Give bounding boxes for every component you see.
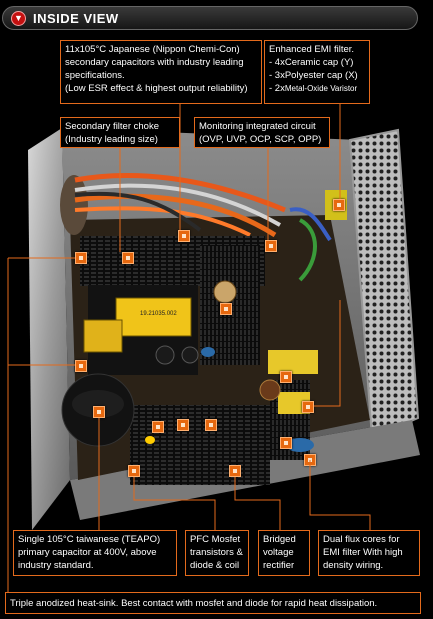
callout-marker	[75, 252, 87, 264]
callout-line: - 4xCeramic cap (Y)	[269, 57, 354, 69]
chevron-down-icon: ▼	[11, 11, 26, 26]
callout-marker	[152, 421, 164, 433]
callout-marker	[177, 419, 189, 431]
callout-line: secondary capacitors with industry leadi…	[65, 57, 244, 69]
callout-line: (OVP, UVP, OCP, SCP, OPP)	[199, 134, 322, 146]
callout-line: Triple anodized heat-sink. Best contact …	[10, 598, 378, 609]
callout-line: PFC Mosfet	[190, 534, 241, 545]
callout-marker	[280, 371, 292, 383]
callout-nippon-capacitors: 11x105°C Japanese (Nippon Chemi-Con) sec…	[60, 40, 262, 104]
callout-line: Dual flux cores for	[323, 534, 400, 545]
callout-marker	[229, 465, 241, 477]
section-header: ▼ INSIDE VIEW	[2, 6, 418, 30]
callout-line: 11x105°C Japanese (Nippon Chemi-Con)	[65, 44, 240, 55]
callout-primary-capacitor: Single 105°C taiwanese (TEAPO) primary c…	[13, 530, 177, 576]
callout-marker	[93, 406, 105, 418]
callout-line: - 3xPolyester cap (X)	[269, 70, 358, 82]
callout-emi-filter: Enhanced EMI filter. - 4xCeramic cap (Y)…	[264, 40, 370, 104]
callout-secondary-choke: Secondary filter choke (Industry leading…	[60, 117, 180, 148]
callout-line: - 2x	[269, 83, 285, 95]
callout-marker	[122, 252, 134, 264]
transformer-label: 19.21035.002	[140, 311, 177, 317]
callout-line: density wiring.	[323, 560, 384, 572]
callout-marker	[128, 465, 140, 477]
callout-line: (Industry leading size)	[65, 134, 158, 146]
callout-pfc-mosfet: PFC Mosfet transistors & diode & coil	[185, 530, 249, 576]
section-title: INSIDE VIEW	[33, 11, 119, 26]
callout-marker	[220, 303, 232, 315]
callout-line: Enhanced EMI filter.	[269, 44, 355, 55]
callout-marker	[302, 401, 314, 413]
callout-line: Monitoring integrated circuit	[199, 121, 316, 132]
callout-line: voltage	[263, 547, 294, 559]
callout-line: Bridged	[263, 534, 296, 545]
callout-line: specifications.	[65, 70, 125, 82]
callout-line: industry standard.	[18, 560, 94, 572]
callout-marker	[333, 199, 345, 211]
callout-line: Single 105°C taiwanese (TEAPO)	[18, 534, 161, 545]
callout-line: primary capacitor at 400V, above	[18, 547, 157, 559]
callout-marker	[75, 360, 87, 372]
psu-photo: 19.21035.002	[0, 32, 433, 619]
callout-line: diode & coil	[190, 560, 240, 572]
callout-marker	[178, 230, 190, 242]
callout-flux-cores: Dual flux cores for EMI filter With high…	[318, 530, 420, 576]
callout-line: EMI filter With high	[323, 547, 403, 559]
callout-heat-sink: Triple anodized heat-sink. Best contact …	[5, 592, 421, 614]
callout-line: transistors &	[190, 547, 243, 559]
callout-line: Secondary filter choke	[65, 121, 159, 132]
callout-line: (Low ESR effect & highest output reliabi…	[65, 83, 248, 95]
callout-monitoring-ic: Monitoring integrated circuit (OVP, UVP,…	[194, 117, 330, 148]
callout-marker	[205, 419, 217, 431]
callout-marker	[280, 437, 292, 449]
callout-line-small: Metal-Oxide Varistor	[284, 84, 358, 94]
callout-bridge-rectifier: Bridged voltage rectifier	[258, 530, 310, 576]
callout-marker	[265, 240, 277, 252]
callout-line: rectifier	[263, 560, 295, 572]
